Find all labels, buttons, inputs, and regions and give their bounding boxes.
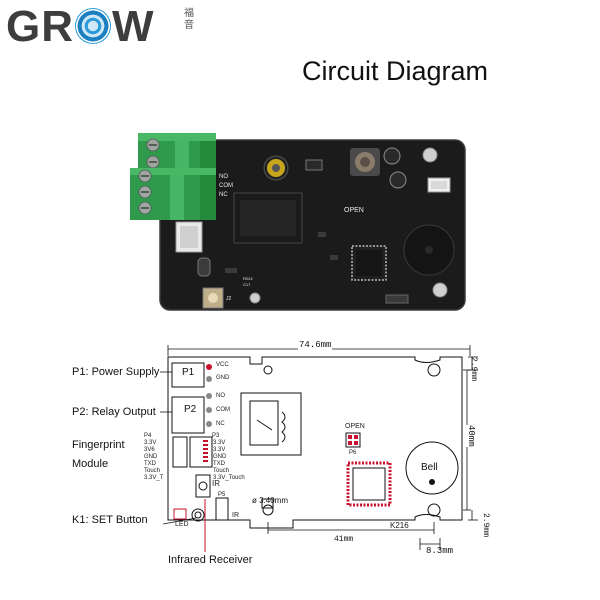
board-p2: P2	[184, 404, 197, 415]
p3-pin-label: 3.3V	[213, 447, 226, 453]
board-led: LED	[175, 521, 189, 528]
board-bell: Bell	[421, 462, 438, 473]
ir-receiver-photo	[197, 257, 211, 277]
ic-footprint	[346, 461, 392, 507]
mount-hole	[427, 363, 441, 377]
p3-pin-label: 3.3V	[213, 440, 226, 446]
silk-c: C17	[243, 282, 251, 287]
label-fingerprint: Fingerprint	[72, 439, 125, 451]
board-outline	[167, 356, 463, 529]
board-p5: P5	[218, 492, 226, 498]
p5-header	[215, 497, 229, 521]
silk-com: COM	[219, 183, 233, 189]
inductor	[350, 148, 380, 176]
silk-open: OPEN	[344, 207, 364, 214]
board-ir-2: IR	[232, 512, 239, 519]
label-set-button: K1: SET Button	[72, 514, 148, 526]
silk-nc: NC	[219, 192, 228, 198]
p4-pin-label: 3.3V_T	[144, 475, 164, 481]
dim-top-offset: 2.9mm	[469, 357, 478, 382]
bell-outline	[405, 441, 459, 495]
board-vcc: VCC	[216, 362, 229, 368]
dim-width: 74.6mm	[298, 340, 333, 350]
relay-outline	[240, 392, 302, 456]
board-k216: K216	[390, 521, 409, 530]
board-p6: P6	[349, 450, 357, 456]
silk-j2: J2	[226, 296, 232, 302]
p3-pin-label: TXD	[213, 461, 225, 467]
dim-bottom-offset: 2.9mm	[481, 513, 490, 538]
dim-hole-gap: 8.3mm	[426, 546, 454, 556]
ir-component	[195, 474, 211, 498]
mount-hole	[432, 282, 448, 298]
microcontroller-chip	[351, 245, 387, 281]
gnd-pad	[206, 376, 212, 382]
silk-no: NO	[219, 174, 228, 180]
silk-r: R024	[243, 276, 253, 281]
set-button-outline	[191, 508, 205, 522]
p3-header	[189, 436, 213, 468]
mount-hole	[427, 503, 441, 517]
p4-header	[172, 436, 188, 468]
mount-hole	[422, 147, 438, 163]
label-power-supply: P1: Power Supply	[72, 366, 160, 378]
board-ir: IR	[212, 479, 220, 488]
label-module: Module	[72, 458, 109, 470]
vcc-pad	[206, 364, 212, 370]
p4-pin-label: 3V6	[144, 447, 155, 453]
board-nc: NC	[216, 421, 225, 427]
p4-pin-label: Touch	[144, 468, 161, 474]
board-no: NO	[216, 393, 225, 399]
p4-pin-label: TXD	[144, 461, 156, 467]
label-infrared-receiver: Infrared Receiver	[168, 554, 253, 566]
fingerprint-icon	[75, 8, 111, 44]
mount-hole	[262, 504, 274, 516]
brand-seal: 福音	[184, 8, 194, 31]
p3-pin-label: GND	[213, 454, 227, 460]
mount-hole	[263, 365, 273, 375]
p2-connector	[171, 396, 205, 434]
pcb-body	[160, 140, 465, 310]
board-p1: P1	[182, 367, 195, 378]
relay	[233, 192, 303, 244]
board-open: OPEN	[345, 423, 365, 430]
p6-pads	[345, 432, 361, 448]
buzzer	[403, 224, 455, 276]
label-relay-output: P2: Relay Output	[72, 406, 156, 418]
capacitor	[263, 155, 289, 181]
p4-pin-label: 3.3V	[144, 440, 157, 446]
board-gnd: GND	[216, 375, 230, 381]
board-com: COM	[216, 407, 230, 413]
dim-height: 40mm	[466, 425, 476, 447]
p3-pin-label: 3.3V_Touch	[213, 475, 245, 481]
p1-connector	[171, 362, 205, 388]
page-title: Circuit Diagram	[302, 56, 489, 86]
p4-pin-label: GND	[144, 454, 158, 460]
board-p3: P3	[212, 433, 220, 439]
mount-hole	[249, 292, 261, 304]
relay-terminal-block	[130, 168, 216, 220]
led-outline	[173, 508, 187, 520]
board-p4: P4	[144, 433, 152, 439]
p3-pin-label: Touch	[213, 468, 230, 474]
dim-hole-offset: 41mm	[334, 535, 354, 544]
board-photo: NO COM NC OPEN J2 R024 C17	[130, 133, 466, 311]
dim-hole-diameter: ø 3.40mm	[252, 496, 289, 505]
